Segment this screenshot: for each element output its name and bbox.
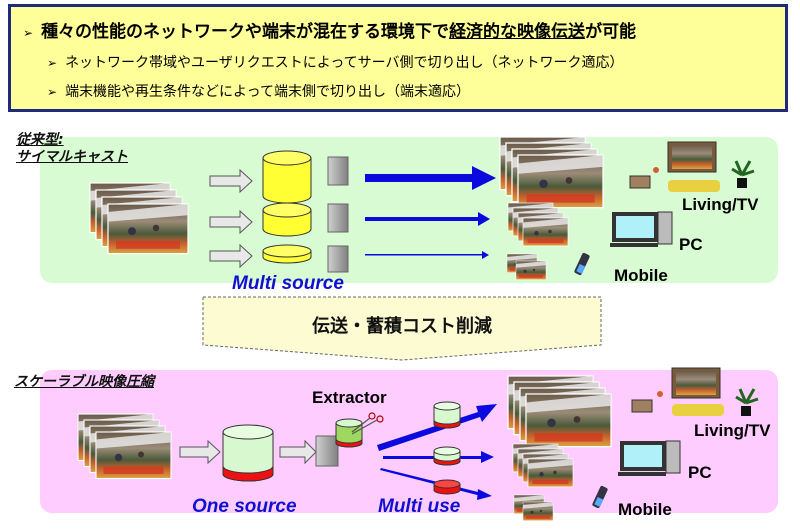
device-label-pc: PC	[679, 235, 703, 254]
output-video-large	[507, 375, 612, 448]
extractor-label: Extractor	[312, 388, 387, 407]
input-arrows	[179, 439, 317, 465]
living-tv-icon	[631, 367, 759, 416]
stream-arrows	[365, 166, 496, 259]
summary-box: ➢種々の性能のネットワークや端末が混在する環境下で経済的な映像伝送が可能 ➢ネッ…	[8, 4, 788, 112]
summary-main-line: ➢種々の性能のネットワークや端末が混在する環境下で経済的な映像伝送が可能	[23, 22, 637, 42]
emphasis-text: 経済的な映像伝送	[449, 22, 586, 42]
scissors-icon	[351, 412, 384, 435]
cost-reduction-label: 伝送・蓄積コスト削減	[312, 316, 492, 337]
output-video-large	[499, 136, 604, 209]
mobile-phone-icon	[574, 252, 590, 276]
output-video-medium	[507, 202, 569, 247]
device-label-living-tv: Living/TV	[682, 195, 759, 214]
extractor-cylinder	[335, 418, 363, 448]
living-tv-icon	[629, 141, 755, 192]
output-video-medium	[512, 443, 574, 488]
device-label-mobile: Mobile	[614, 266, 668, 285]
extractor-server-icon	[315, 435, 339, 467]
scalable-stream-cylinder	[222, 424, 274, 482]
mobile-phone-icon	[592, 485, 608, 509]
bullet-icon: ➢	[23, 26, 34, 40]
bullet-icon: ➢	[47, 56, 58, 70]
source-video-stack	[89, 182, 189, 255]
multi-source-label: Multi source	[232, 273, 344, 294]
one-source-label: One source	[192, 496, 297, 517]
multi-use-label: Multi use	[378, 496, 461, 517]
output-video-small	[506, 253, 547, 280]
conventional-title: 従来型: サイマルキャスト	[16, 132, 128, 165]
summary-sub-item: ➢端末機能や再生条件などによって端末側で切り出し（端末適応）	[47, 84, 470, 100]
device-label-pc: PC	[688, 463, 712, 482]
summary-sub-item: ➢ネットワーク帯域やユーザリクエストによってサーバ側で切り出し（ネットワーク適応…	[47, 55, 624, 71]
pc-icon	[618, 440, 681, 476]
layer-cylinders	[433, 401, 461, 495]
output-video-small	[513, 494, 554, 521]
scalable-title: スケーラブル映像圧縮	[14, 374, 154, 390]
device-label-mobile: Mobile	[618, 500, 672, 519]
input-arrows	[209, 168, 253, 269]
source-video-stack	[77, 413, 172, 480]
encoded-stream-cylinders	[262, 150, 312, 264]
benefit-arrow-shape	[202, 296, 602, 361]
bullet-icon: ➢	[47, 85, 58, 99]
server-icons	[327, 156, 349, 273]
device-label-living-tv: Living/TV	[694, 421, 771, 440]
pc-icon	[610, 211, 673, 247]
